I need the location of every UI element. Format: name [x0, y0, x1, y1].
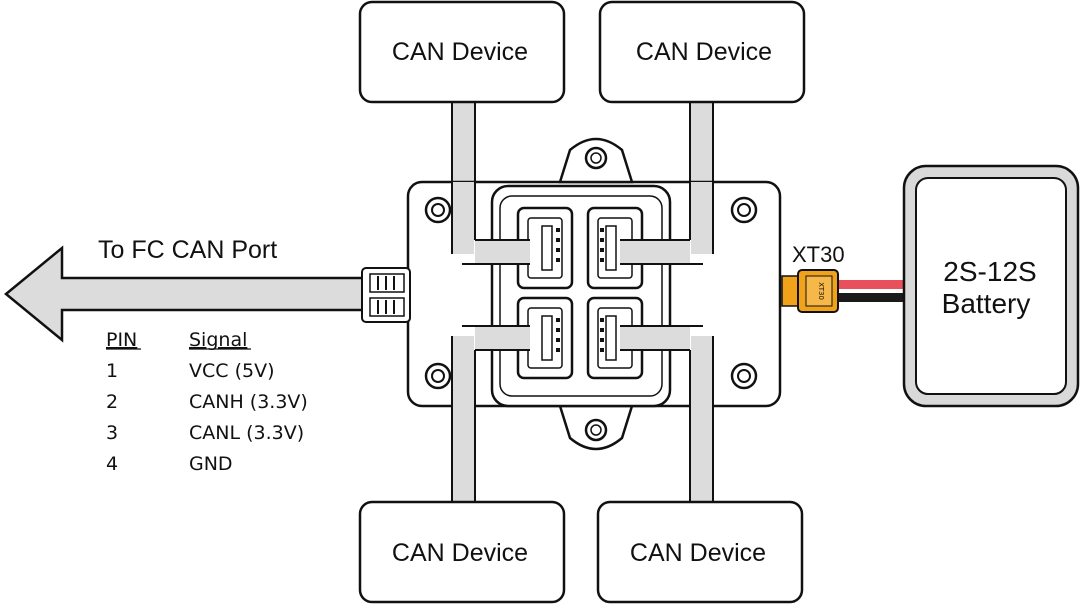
can-device-top-left: CAN Device [358, 0, 566, 104]
pin-number: 1 [106, 360, 118, 382]
can-port-bottom-right [586, 296, 644, 380]
pin-signal: CANH (3.3V) [189, 391, 308, 413]
xt30-label: XT30 [792, 242, 845, 267]
pin-table: PIN Signal 1 VCC (5V) 2 CANH (3.3V) 3 CA… [106, 329, 308, 475]
xt30-connector: XT30 [781, 269, 839, 313]
battery-wires [834, 280, 910, 302]
screw-icon [424, 196, 452, 224]
can-device-top-right: CAN Device [598, 0, 806, 104]
can-device-bottom-left: CAN Device [358, 500, 566, 604]
pin-number: 4 [106, 453, 118, 475]
can-port-top-left [516, 206, 574, 290]
can-device-bottom-right: CAN Device [596, 500, 804, 604]
can-port-bottom-left [516, 296, 574, 380]
can-device-label: CAN Device [392, 539, 528, 567]
can-hub [406, 137, 782, 451]
pin-signal: CANL (3.3V) [189, 422, 304, 444]
battery-voltage-label: 2S-12S [943, 256, 1036, 287]
signal-header: Signal [189, 329, 247, 351]
fc-can-arrow [4, 245, 366, 343]
screw-icon [424, 362, 452, 390]
battery: 2S-12S Battery [902, 164, 1080, 408]
can-device-label: CAN Device [630, 539, 766, 567]
can-device-label: CAN Device [636, 38, 772, 66]
battery-label: Battery [942, 288, 1031, 319]
fc-side-connector [361, 267, 411, 323]
pin-signal: GND [189, 453, 233, 475]
pin-number: 2 [106, 391, 118, 413]
xt30-connector-text: XT30 [817, 282, 825, 300]
fc-can-port-label: To FC CAN Port [98, 236, 277, 264]
screw-icon [730, 362, 758, 390]
can-device-label: CAN Device [392, 38, 528, 66]
pin-number: 3 [106, 422, 118, 444]
screw-icon [730, 196, 758, 224]
pin-header: PIN [106, 329, 137, 351]
cable-plugs [451, 182, 714, 408]
pin-signal: VCC (5V) [189, 360, 274, 382]
